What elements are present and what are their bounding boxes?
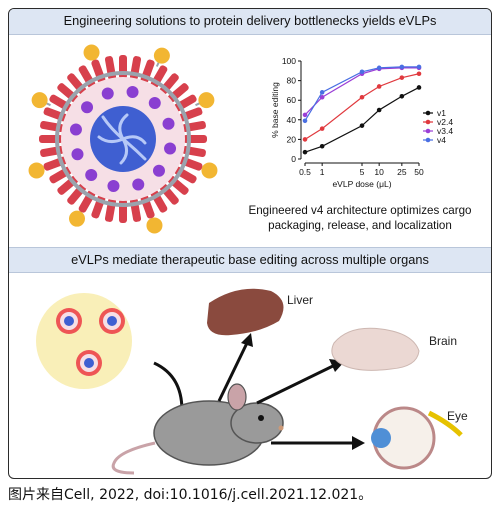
mouse [111,383,284,475]
legend-marker [425,128,431,134]
spike-protein [83,44,100,61]
y-tick-label: 40 [287,115,297,125]
y-tick-label: 60 [287,95,297,105]
data-point-v2.4 [416,71,422,77]
cargo-protein [162,117,175,130]
cargo-protein [81,101,94,114]
x-tick-label: 50 [414,167,424,177]
dose-response-chart: 0 20 40 60 80 100 0.5 1 5 10 25 50 % base editing eVL… [270,56,453,189]
legend-marker [425,110,431,116]
cargo-protein [148,97,161,110]
cargo-protein [126,85,139,98]
data-point-v1 [416,85,422,90]
organ-delivery-illustration [36,288,463,475]
data-point-v1 [399,93,405,99]
spike-protein [69,210,85,227]
data-point-v4 [302,118,308,124]
legend-label: v1 [437,108,446,118]
top-description: Engineered v4 architecture optimizes car… [248,204,472,232]
cargo-protein [107,180,120,193]
series-line-v2.4 [304,73,420,140]
evlp-particle-illustration [28,44,218,234]
cargo-protein [101,87,114,100]
spike-protein [31,92,48,109]
top-banner-title: Engineering solutions to protein deliver… [9,9,491,35]
data-point-v1 [359,123,365,128]
x-tick-label: 1 [320,167,325,177]
bottom-banner-title: eVLPs mediate therapeutic base editing a… [9,247,491,273]
data-point-v1 [319,143,325,149]
legend-label: v3.4 [437,126,453,136]
cargo-protein [69,123,82,136]
spike-protein [201,162,218,179]
cargo-protein [85,168,98,181]
data-point-v1 [376,107,382,113]
y-axis-label: % base editing [270,82,280,138]
data-point-v2.4 [359,94,365,100]
organ-label-brain: Brain [429,334,458,348]
x-tick-label: 25 [397,167,407,177]
series-line-v4 [304,66,419,122]
x-tick-label: 0.5 [299,167,311,177]
data-point-v2.4 [376,84,382,89]
graphical-abstract: Engineering solutions to protein deliver… [8,8,492,479]
brain [331,327,420,371]
data-point-v1 [302,149,308,155]
data-point-v4 [376,65,382,71]
y-tick-label: 80 [287,76,297,86]
x-tick-label: 5 [360,167,365,177]
cargo-protein [152,164,165,177]
data-point-v4 [359,69,365,75]
figure-caption: 图片来自Cell, 2022, doi:10.1016/j.cell.2021.… [8,487,373,503]
cargo-protein [71,148,84,161]
data-point-v4 [416,64,422,70]
x-tick-label: 10 [374,167,384,177]
data-point-v3.4 [302,112,308,118]
spike-protein [146,217,163,234]
data-point-v2.4 [399,75,405,80]
cargo-protein [164,142,177,155]
data-point-v2.4 [319,126,325,131]
series-line-v3.4 [304,67,419,116]
legend-marker [425,137,431,143]
data-point-v4 [319,90,325,95]
data-point-v3.4 [319,94,325,100]
y-tick-label: 0 [291,154,296,164]
organ-label-eye: Eye [447,409,468,423]
data-point-v2.4 [302,137,308,142]
legend-label: v4 [437,135,446,145]
y-tick-label: 20 [287,134,297,144]
mini-particles [56,308,125,376]
eye [371,406,463,470]
legend-label: v2.4 [437,117,453,127]
legend-marker [425,119,431,125]
organ-label-liver: Liver [287,293,314,307]
cargo-protein [132,178,145,191]
liver [207,288,284,336]
x-axis-label: eVLP dose (μL) [332,179,391,189]
series-line-v1 [304,86,420,153]
spike-protein [28,162,45,179]
data-point-v4 [399,64,405,70]
spike-protein [198,92,215,109]
y-tick-label: 100 [282,56,296,66]
spike-protein [153,47,170,64]
